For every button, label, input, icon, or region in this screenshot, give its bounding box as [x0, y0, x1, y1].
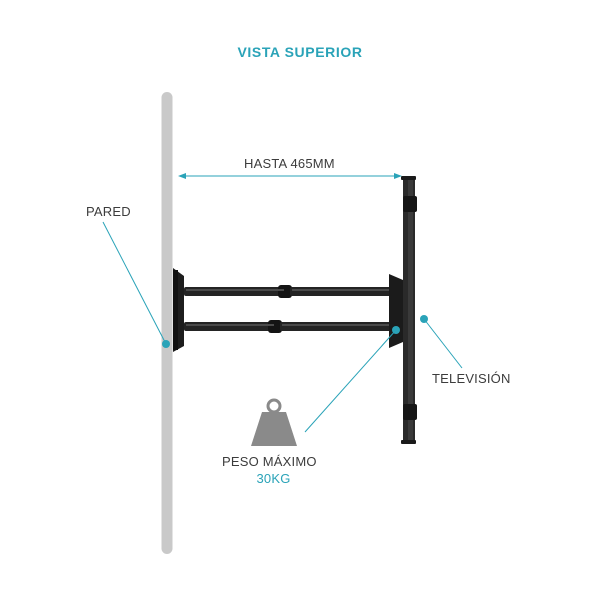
view-title: VISTA SUPERIOR: [237, 44, 363, 60]
weight-icon: [251, 398, 297, 446]
max-extension-label: HASTA 465MM: [244, 156, 335, 171]
max-weight-value: 30KG: [256, 471, 291, 486]
tv-leader: [420, 315, 463, 369]
tv-label: TELEVISIÓN: [432, 371, 511, 386]
wall-label: PARED: [86, 204, 131, 219]
lower-arm: [184, 320, 394, 333]
weight-leader: [304, 326, 400, 433]
dimension-line: [178, 173, 402, 179]
wall: [161, 92, 173, 554]
wall-leader: [102, 221, 170, 348]
tv-bracket: [401, 176, 417, 444]
wall-plate-back: [173, 270, 178, 350]
max-weight-label: PESO MÁXIMO: [222, 454, 317, 469]
upper-arm: [184, 285, 394, 298]
